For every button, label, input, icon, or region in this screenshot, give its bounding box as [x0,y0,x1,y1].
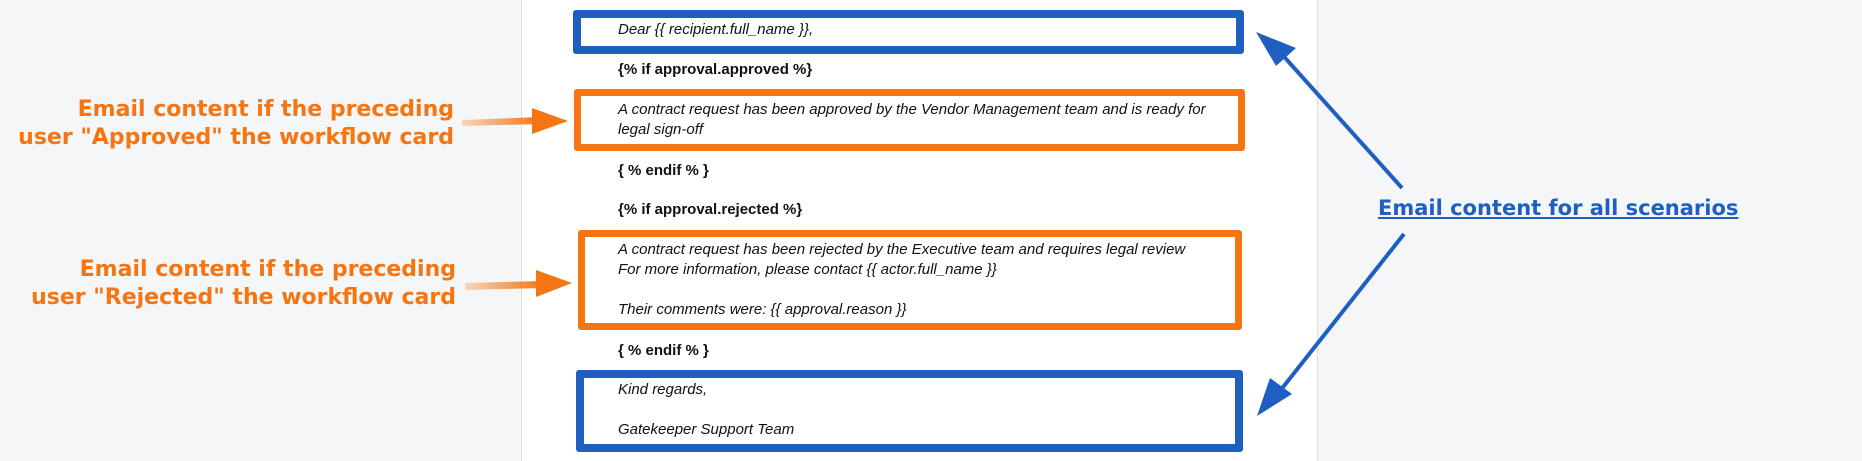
rejected-text-line-2: For more information, please contact {{ … [618,261,997,278]
greeting-highlight-box [573,10,1244,54]
if-approved-tag: {% if approval.approved %} [618,61,813,78]
all-scenarios-annotation: Email content for all scenarios [1378,196,1739,220]
approved-text-line-1: A contract request has been approved by … [618,101,1206,118]
approved-annotation: Email content if the preceding user "App… [18,96,454,152]
approved-annotation-line-2: user "Approved" the workflow card [18,125,454,150]
rejected-highlight-box [578,230,1242,330]
rejected-annotation-line-1: Email content if the preceding [79,257,456,282]
down-arrow [1257,232,1406,416]
rejected-annotation: Email content if the preceding user "Rej… [31,256,456,312]
approved-highlight-box [574,89,1245,151]
greeting-line: Dear {{ recipient.full_name }}, [618,21,814,38]
approved-text-line-2: legal sign-off [618,121,704,138]
if-rejected-tag: {% if approval.rejected %} [618,201,803,218]
approved-annotation-line-1: Email content if the preceding [77,97,454,122]
rejected-arrow [465,270,572,297]
approved-arrow [462,108,568,134]
rejected-text-line-1: A contract request has been rejected by … [618,241,1186,258]
closing-line-1: Kind regards, [618,381,708,398]
closing-line-2: Gatekeeper Support Team [618,421,795,438]
up-arrow [1256,32,1404,190]
rejected-annotation-line-2: user "Rejected" the workflow card [31,285,456,310]
rejected-text-line-3: Their comments were: {{ approval.reason … [618,301,907,318]
endif-tag-1: { % endif % } [618,162,709,179]
endif-tag-2: { % endif % } [618,342,709,359]
closing-highlight-box [576,370,1243,452]
